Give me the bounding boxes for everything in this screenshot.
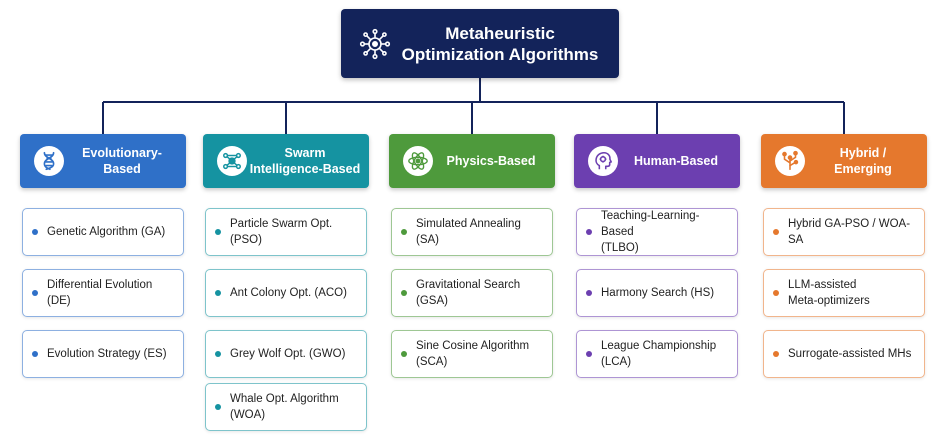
algorithm-label: Sine Cosine Algorithm (SCA) [416, 338, 546, 370]
category-header-human-based: Human-Based [574, 134, 740, 188]
algorithm-label-line: Teaching-Learning-Based [601, 210, 700, 238]
algorithm-item: Whale Opt. Algorithm (WOA) [205, 383, 367, 431]
algorithm-item: Particle Swarm Opt. (PSO) [205, 208, 367, 256]
bullet-dot-icon [773, 229, 779, 235]
algorithm-label: Whale Opt. Algorithm (WOA) [230, 391, 360, 423]
category-label: Human-Based [618, 153, 740, 169]
category-header-evolutionary: Evolutionary- Based [20, 134, 186, 188]
algorithm-label-line: Sine Cosine Algorithm (SCA) [416, 340, 530, 368]
algorithm-label-line: Surrogate-assisted MHs [788, 348, 912, 360]
algorithm-label-line: Harmony Search (HS) [601, 287, 715, 299]
bullet-dot-icon [401, 290, 407, 296]
algorithm-item: Differential Evolution (DE) [22, 269, 184, 317]
category-label-line: Human-Based [633, 154, 719, 168]
bullet-dot-icon [215, 351, 221, 357]
bullet-dot-icon [401, 351, 407, 357]
algorithm-item: Grey Wolf Opt. (GWO) [205, 330, 367, 378]
algorithm-label-line: Ant Colony Opt. (ACO) [230, 287, 347, 299]
category-label-line: Based [103, 162, 141, 176]
algorithm-label-line: Meta-optimizers [788, 295, 870, 307]
bullet-dot-icon [215, 404, 221, 410]
root-title-line2: Optimization Algorithms [401, 44, 599, 64]
category-label: Evolutionary- Based [64, 145, 186, 177]
algorithm-label: Simulated Annealing (SA) [416, 216, 546, 248]
algorithm-label-line: Differential Evolution (DE) [47, 279, 153, 307]
atom-icon [403, 146, 433, 176]
algorithm-item: Genetic Algorithm (GA) [22, 208, 184, 256]
category-label-line: Physics-Based [446, 154, 536, 168]
algorithm-label: Genetic Algorithm (GA) [47, 224, 165, 240]
category-header-physics-based: Physics-Based [389, 134, 555, 188]
algorithm-label-line: League Championship (LCA) [601, 340, 717, 368]
algorithm-label: Teaching-Learning-Based (TLBO) [601, 208, 731, 256]
bullet-dot-icon [32, 290, 38, 296]
algorithm-item: Gravitational Search (GSA) [391, 269, 553, 317]
algorithm-label-line: Whale Opt. Algorithm (WOA) [230, 393, 339, 421]
category-label-line: Intelligence-Based [249, 162, 361, 176]
bullet-dot-icon [773, 351, 779, 357]
category-label-line: Evolutionary- [82, 146, 162, 160]
algorithm-item: Harmony Search (HS) [576, 269, 738, 317]
algorithm-label: Particle Swarm Opt. (PSO) [230, 216, 360, 248]
algorithm-label-line: (TLBO) [601, 242, 639, 254]
category-label-line: Emerging [834, 162, 892, 176]
root-node: Metaheuristic Optimization Algorithms [341, 9, 619, 78]
algorithm-label-line: Genetic Algorithm (GA) [47, 226, 166, 238]
algorithm-label: Harmony Search (HS) [601, 285, 714, 301]
root-title: Metaheuristic Optimization Algorithms [391, 23, 619, 65]
category-label-line: Hybrid / [839, 146, 887, 160]
bullet-dot-icon [586, 351, 592, 357]
bullet-dot-icon [32, 351, 38, 357]
algorithm-item: Sine Cosine Algorithm (SCA) [391, 330, 553, 378]
algorithm-label: Evolution Strategy (ES) [47, 346, 167, 362]
human-head-gear-icon [588, 146, 618, 176]
algorithm-item: Evolution Strategy (ES) [22, 330, 184, 378]
algorithm-label: Ant Colony Opt. (ACO) [230, 285, 347, 301]
category-header-hybrid: Hybrid / Emerging [761, 134, 927, 188]
algorithm-label-line: Hybrid GA-PSO / WOA-SA [788, 218, 911, 246]
algorithm-label: League Championship (LCA) [601, 338, 731, 370]
algorithm-label-line: Evolution Strategy (ES) [47, 348, 167, 360]
algorithm-item: Surrogate-assisted MHs [763, 330, 925, 378]
root-title-line1: Metaheuristic [445, 23, 555, 43]
category-label: Physics-Based [433, 153, 555, 169]
algorithm-label: Differential Evolution (DE) [47, 277, 177, 309]
network-hub-icon [359, 28, 391, 59]
algorithm-label: Grey Wolf Opt. (GWO) [230, 346, 345, 362]
circuit-branch-icon [775, 146, 805, 176]
bullet-dot-icon [32, 229, 38, 235]
bullet-dot-icon [586, 229, 592, 235]
swarm-network-icon [217, 146, 247, 176]
algorithm-label-line: Gravitational Search (GSA) [416, 279, 521, 307]
algorithm-label: Gravitational Search (GSA) [416, 277, 546, 309]
algorithm-label-line: Particle Swarm Opt. (PSO) [230, 218, 333, 246]
algorithm-label-line: Simulated Annealing (SA) [416, 218, 521, 246]
bullet-dot-icon [215, 229, 221, 235]
algorithm-item: Simulated Annealing (SA) [391, 208, 553, 256]
category-label: Hybrid / Emerging [805, 145, 927, 177]
bullet-dot-icon [586, 290, 592, 296]
algorithm-item: League Championship (LCA) [576, 330, 738, 378]
algorithm-item: Teaching-Learning-Based (TLBO) [576, 208, 738, 256]
bullet-dot-icon [215, 290, 221, 296]
algorithm-label-line: Grey Wolf Opt. (GWO) [230, 348, 346, 360]
dna-icon [34, 146, 64, 176]
algorithm-item: Hybrid GA-PSO / WOA-SA [763, 208, 925, 256]
algorithm-label: Hybrid GA-PSO / WOA-SA [788, 216, 918, 248]
bullet-dot-icon [773, 290, 779, 296]
algorithm-label-line: LLM-assisted [788, 279, 857, 291]
algorithm-label: Surrogate-assisted MHs [788, 346, 911, 362]
algorithm-item: Ant Colony Opt. (ACO) [205, 269, 367, 317]
bullet-dot-icon [401, 229, 407, 235]
category-label-line: Swarm [284, 146, 326, 160]
